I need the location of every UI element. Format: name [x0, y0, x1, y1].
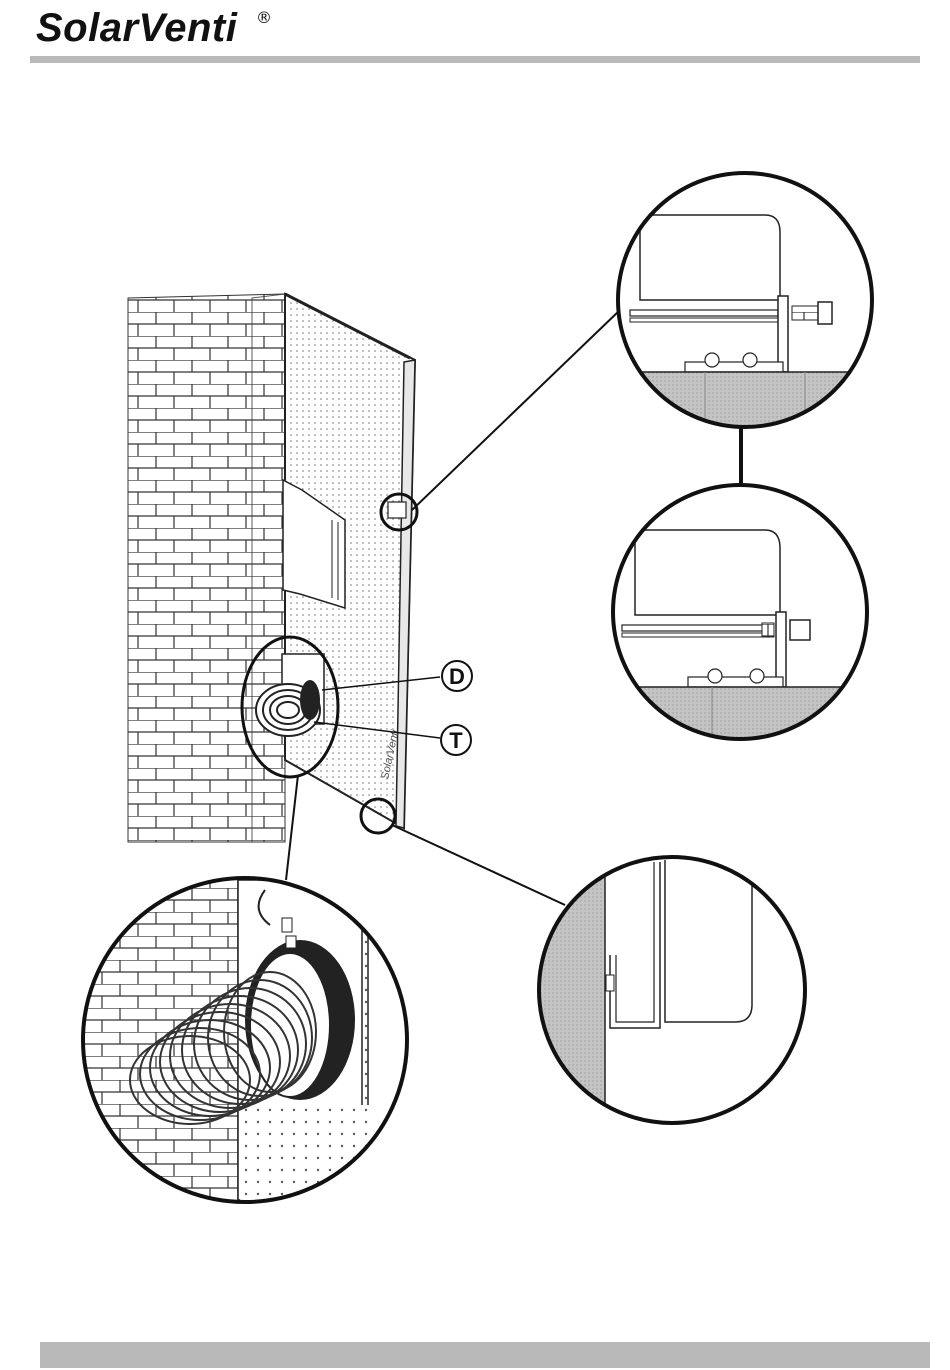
detail-bracket-bottom	[535, 855, 810, 1130]
detail-bracket-middle	[605, 480, 875, 757]
callout-t-label: T	[449, 728, 463, 753]
footer-bar	[40, 1342, 930, 1368]
callout-d-label: D	[449, 664, 465, 689]
brick-wall	[128, 294, 285, 842]
callout-d: D	[442, 661, 472, 691]
detail-duct	[80, 875, 410, 1210]
callout-t: T	[441, 725, 471, 755]
detail-bracket-top	[610, 170, 880, 442]
